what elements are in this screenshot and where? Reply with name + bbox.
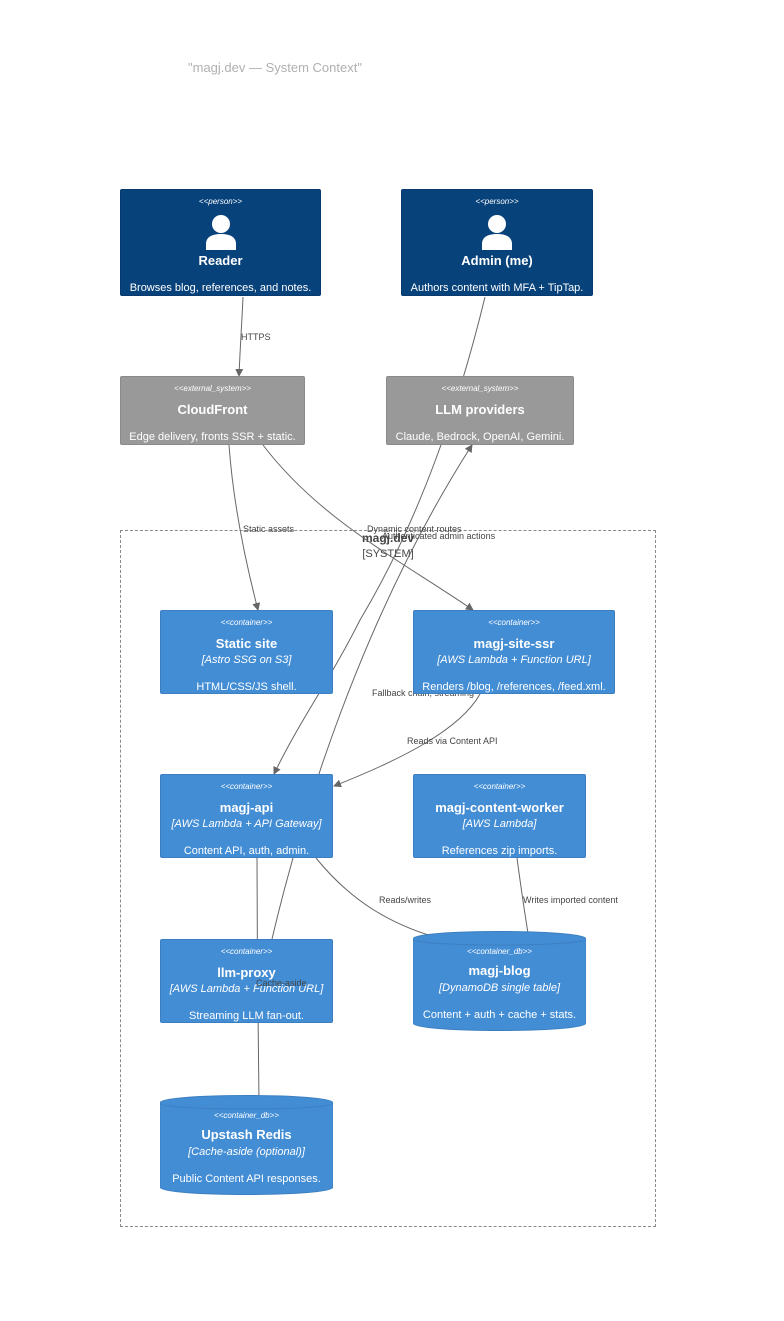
node-description: Edge delivery, fronts SSR + static.: [129, 431, 296, 443]
content-worker-node[interactable]: <<container>> magj-content-worker [AWS L…: [413, 774, 586, 858]
edge-label-https: HTTPS: [241, 332, 271, 342]
blog-db-node[interactable]: <<container_db>> magj-blog [DynamoDB sin…: [413, 931, 586, 1031]
node-technology: [AWS Lambda + Function URL]: [437, 654, 591, 666]
edge-api-blog: [315, 857, 443, 942]
api-node[interactable]: <<container>> magj-api [AWS Lambda + API…: [160, 774, 333, 858]
static-site-node[interactable]: <<container>> Static site [Astro SSG on …: [160, 610, 333, 694]
database-cylinder-icon: [160, 1095, 333, 1195]
node-description: Browses blog, references, and notes.: [129, 282, 312, 294]
edge-worker-blog: [516, 857, 532, 940]
node-description: Content API, auth, admin.: [183, 845, 310, 857]
node-technology: [AWS Lambda]: [462, 818, 537, 830]
edge-label-static-assets: Static assets: [243, 524, 295, 534]
stereotype-label: <<person>>: [475, 197, 519, 206]
edge-label-writes-imported: Writes imported content: [523, 895, 618, 905]
edge-proxy-llm: [271, 444, 473, 940]
node-name: Upstash Redis: [201, 1127, 292, 1142]
boundary-name: magj.dev: [361, 531, 415, 545]
node-name: magj-api: [219, 800, 274, 815]
stereotype-label: <<container>>: [220, 947, 273, 956]
node-name: Reader: [198, 253, 243, 268]
edge-label-admin-actions: Authenticated admin actions: [382, 531, 496, 541]
reader-node[interactable]: <<person>> Reader Browses blog, referenc…: [120, 189, 321, 296]
stereotype-label: <<person>>: [198, 197, 243, 206]
node-technology: [Astro SSG on S3]: [201, 654, 292, 666]
node-name: magj-blog: [468, 963, 531, 978]
stereotype-label: <<container>>: [488, 618, 540, 627]
node-name: Admin (me): [461, 253, 533, 268]
node-technology: [DynamoDB single table]: [438, 982, 561, 994]
edge-reader-cloudfront: [235, 296, 244, 377]
stereotype-label: <<external_system>>: [174, 384, 251, 393]
node-description: Authors content with MFA + TipTap.: [410, 282, 584, 294]
person-icon: [482, 215, 512, 250]
node-technology: [Cache-aside (optional)]: [188, 1146, 305, 1158]
stereotype-label: <<container_db>>: [467, 947, 532, 956]
diagram-title: "magj.dev — System Context": [188, 60, 362, 75]
stereotype-label: <<container>>: [220, 782, 273, 791]
node-description: References zip imports.: [441, 845, 558, 857]
node-description: Public Content API responses.: [172, 1173, 321, 1185]
edge-cloudfront-static: [228, 444, 261, 611]
node-description: HTML/CSS/JS shell.: [196, 681, 297, 693]
person-icon: [205, 215, 236, 250]
node-technology: [AWS Lambda + API Gateway]: [171, 818, 322, 830]
node-name: llm-proxy: [217, 965, 276, 980]
stereotype-label: <<container_db>>: [214, 1111, 279, 1120]
node-name: magj-site-ssr: [473, 636, 555, 651]
edge-ssr-api: [333, 693, 481, 788]
node-technology: [AWS Lambda + Function URL]: [169, 983, 324, 995]
node-name: CloudFront: [177, 402, 248, 417]
node-description: Renders /blog, /references, /feed.xml.: [422, 681, 606, 693]
edge-label-dynamic-routes: Dynamic content routes: [367, 524, 462, 534]
node-description: Content + auth + cache + stats.: [422, 1009, 577, 1021]
node-name: magj-content-worker: [435, 800, 564, 815]
stereotype-label: <<container>>: [473, 782, 526, 791]
node-description: Streaming LLM fan-out.: [189, 1010, 304, 1022]
edge-label-cache-aside: Cache-aside: [256, 978, 307, 988]
site-ssr-node[interactable]: <<container>> magj-site-ssr [AWS Lambda …: [413, 610, 615, 694]
admin-node[interactable]: <<person>> Admin (me) Authors content wi…: [401, 189, 593, 296]
node-description: Claude, Bedrock, OpenAI, Gemini.: [395, 431, 565, 443]
stereotype-label: <<container>>: [220, 618, 273, 627]
cloudfront-node[interactable]: <<external_system>> CloudFront Edge deli…: [120, 376, 305, 445]
database-cylinder-icon: [413, 931, 586, 1031]
node-name: Static site: [215, 636, 278, 651]
node-name: LLM providers: [435, 402, 525, 417]
llm-proxy-node[interactable]: <<container>> llm-proxy [AWS Lambda + Fu…: [160, 939, 333, 1023]
edge-label-reads-writes: Reads/writes: [379, 895, 432, 905]
stereotype-label: <<external_system>>: [441, 384, 519, 393]
edge-label-reads-content-api: Reads via Content API: [407, 736, 498, 746]
system-boundary: [120, 530, 656, 1227]
redis-node[interactable]: <<container_db>> Upstash Redis [Cache-as…: [160, 1095, 333, 1195]
llm-providers-node[interactable]: <<external_system>> LLM providers Claude…: [386, 376, 574, 445]
edge-cloudfront-ssr: [262, 444, 474, 611]
